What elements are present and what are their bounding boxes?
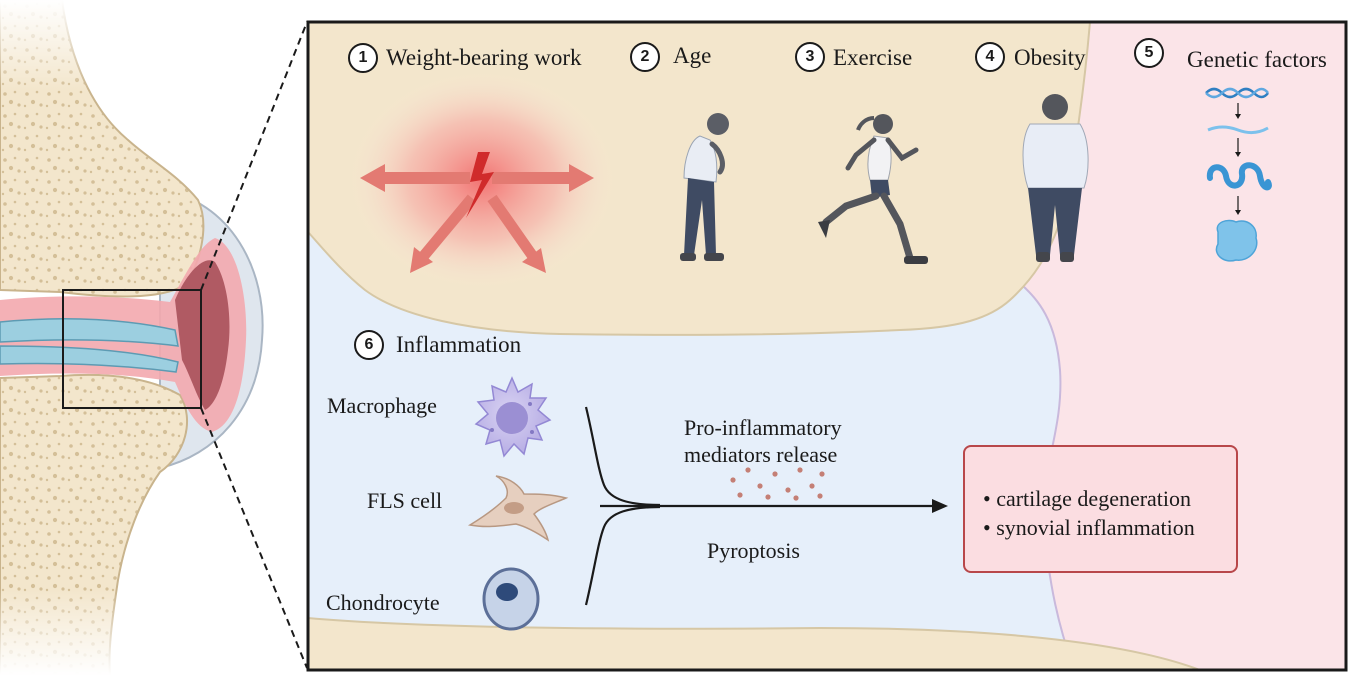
- fls-cell-icon: [467, 475, 569, 542]
- outcome-item-cartilage-degeneration: cartilage degeneration: [983, 484, 1236, 513]
- bone-region-bottom: [307, 616, 1201, 671]
- factor-number-5: 5: [1134, 38, 1164, 68]
- factor-label-obesity: Obesity: [1014, 45, 1086, 70]
- factor-label-genetic-factors: Genetic factors: [1187, 47, 1327, 72]
- pathway-arrowhead: [932, 499, 948, 513]
- factor-label-weight-bearing-work: Weight-bearing work: [386, 45, 582, 70]
- pathway-label-pyroptosis: Pyroptosis: [707, 538, 800, 563]
- factor-number-3: 3: [795, 42, 825, 72]
- cartilage: [0, 318, 179, 347]
- synovium: [175, 260, 230, 410]
- outcome-box: cartilage degeneration synovial inflamma…: [963, 445, 1238, 573]
- factor-number-6: 6: [354, 330, 384, 360]
- pathway-label-line-2: mediators release: [684, 442, 838, 467]
- zoom-line-bottom: [200, 407, 308, 669]
- factor-label-inflammation: Inflammation: [396, 332, 522, 357]
- zoom-line-top: [200, 21, 308, 291]
- outcome-item-synovial-inflammation: synovial inflammation: [983, 513, 1236, 542]
- dna-to-protein-icon: [1205, 87, 1272, 262]
- pathway-label-line-1: Pro-inflammatory: [684, 415, 842, 440]
- runner-icon: [818, 114, 928, 264]
- panel-frame: [306, 20, 1348, 672]
- cell-label-macrophage: Macrophage: [327, 393, 437, 418]
- factor-label-exercise: Exercise: [833, 45, 913, 70]
- factor-number-1: 1: [348, 43, 378, 73]
- factor-label-age: Age: [673, 43, 712, 68]
- obese-person-icon: [1022, 94, 1089, 262]
- lightning-stress-icon: [347, 70, 617, 290]
- cell-label-fls-cell: FLS cell: [367, 488, 443, 513]
- cell-label-chondrocyte: Chondrocyte: [326, 590, 440, 615]
- zoom-region-box: [62, 289, 202, 409]
- elderly-person-icon: [680, 113, 729, 261]
- pathway-lines: [584, 406, 935, 606]
- chondrocyte-icon: [482, 567, 540, 631]
- mediator-particles: [730, 467, 825, 501]
- macrophage-icon: [474, 376, 552, 458]
- factor-number-2: 2: [630, 42, 660, 72]
- factor-number-4: 4: [975, 42, 1005, 72]
- knee-joint-illustration: [0, 0, 264, 675]
